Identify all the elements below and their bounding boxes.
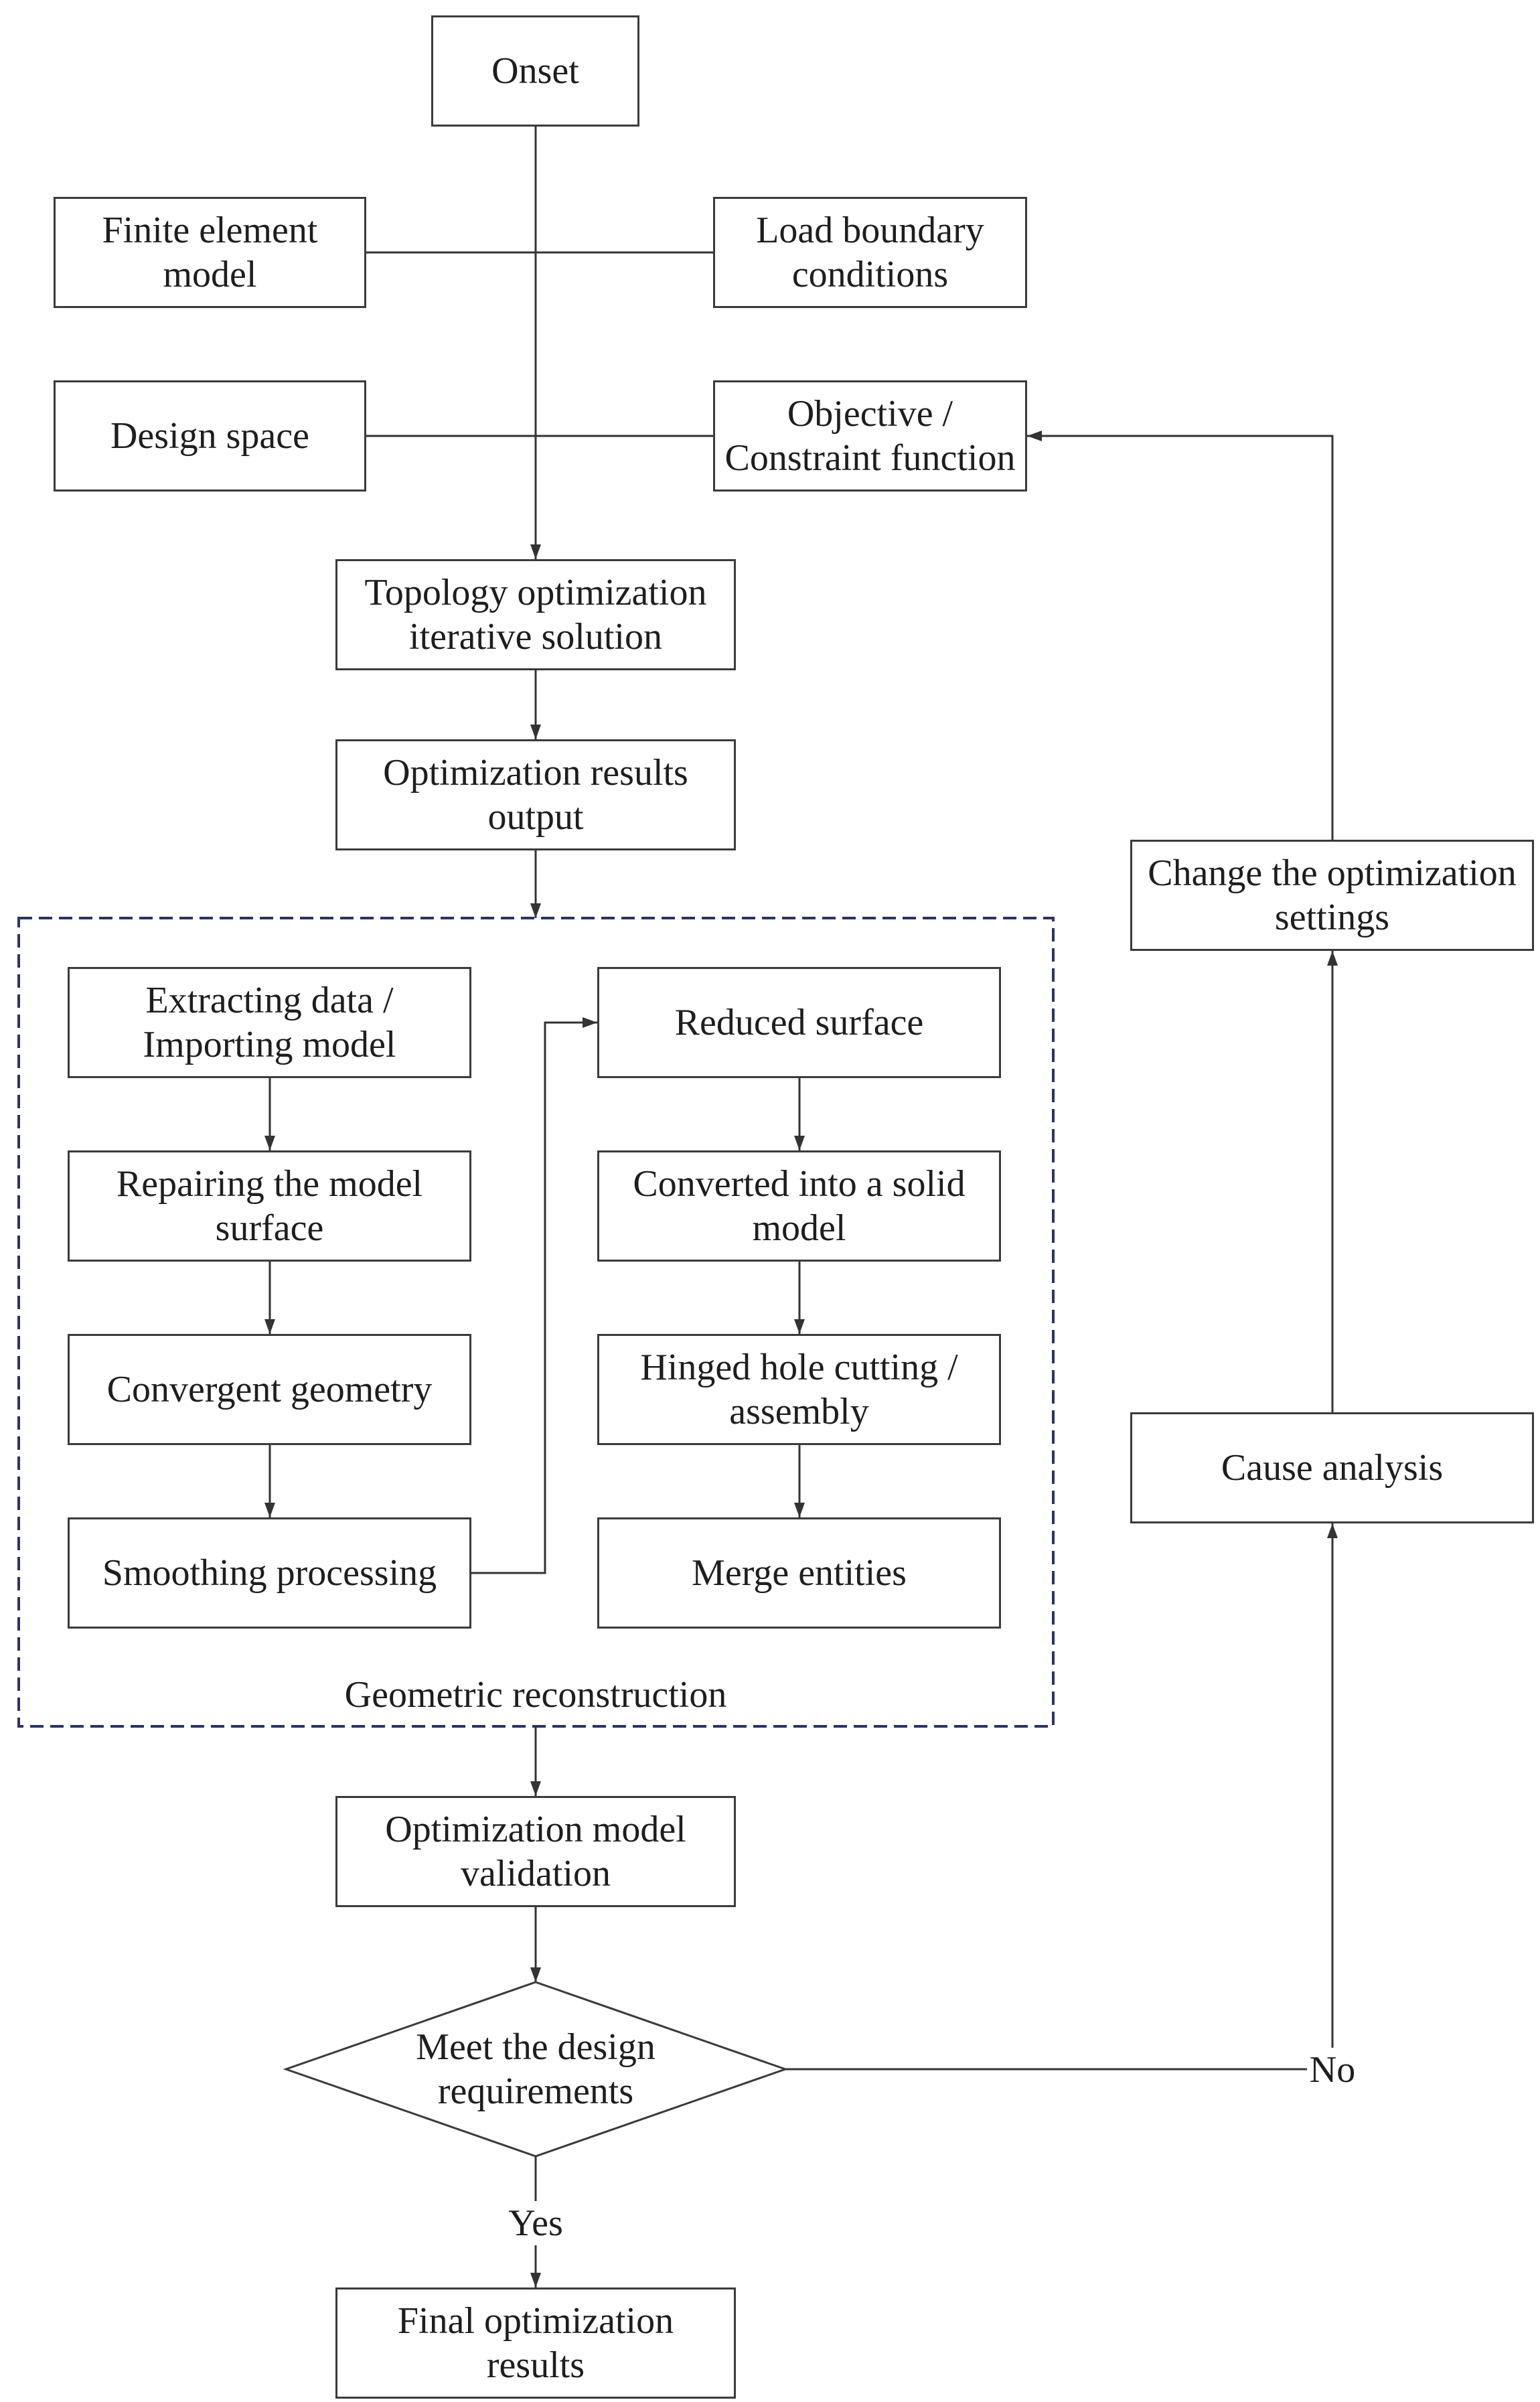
node-merge-entities-label: Merge entities [692,1552,907,1594]
node-hinged-hole-cutting: Hinged hole cutting / assembly [597,1334,1001,1445]
node-onset-label: Onset [491,50,579,92]
node-finite-element-model: Finite element model [54,197,366,308]
yes-edge-label: Yes [495,2200,576,2247]
node-load-boundary-conditions: Load boundary conditions [713,197,1027,308]
node-optimization-model-validation-label: Optimization model validation [385,1809,686,1894]
no-edge-label: No [1299,2046,1366,2093]
node-onset: Onset [431,15,639,127]
connector-smoothing-to-reduced [471,1017,597,1574]
node-cause-analysis: Cause analysis [1130,1412,1534,1523]
node-design-space-label: Design space [110,415,309,457]
node-extracting-data-label: Extracting data / Importing model [143,980,396,1065]
node-optimization-results-output: Optimization results output [335,739,736,850]
node-converted-solid-model-label: Converted into a solid model [633,1163,966,1249]
node-final-optimization-results-label: Final optimization results [397,2300,674,2386]
node-change-optimization-settings-label: Change the optimization settings [1148,852,1517,938]
no-edge-label-text: No [1306,2048,1359,2092]
node-design-space: Design space [54,380,366,492]
yes-edge-label-text: Yes [506,2201,566,2245]
node-merge-entities: Merge entities [597,1517,1001,1629]
node-smoothing-processing: Smoothing processing [68,1517,471,1629]
geometric-reconstruction-label: Geometric reconstruction [268,1671,803,1718]
connector-change-settings-to-objective [1027,431,1334,840]
decision-label-text: Meet the design requirements [416,2026,656,2112]
node-cause-analysis-label: Cause analysis [1221,1447,1444,1489]
node-topology-optimization: Topology optimization iterative solution [335,559,736,670]
node-objective-constraint-function: Objective / Constraint function [713,380,1027,492]
node-hinged-hole-cutting-label: Hinged hole cutting / assembly [640,1347,958,1432]
node-objective-constraint-function-label: Objective / Constraint function [724,393,1016,479]
node-convergent-geometry: Convergent geometry [68,1334,471,1445]
node-final-optimization-results: Final optimization results [335,2287,736,2399]
decision-label: Meet the design requirements [362,2022,710,2116]
node-reduced-surface-label: Reduced surface [674,1002,924,1043]
node-finite-element-model-label: Finite element model [102,210,318,295]
node-repairing-model-surface: Repairing the model surface [68,1150,471,1262]
node-extracting-data: Extracting data / Importing model [68,967,471,1078]
node-topology-optimization-label: Topology optimization iterative solution [364,572,707,658]
node-converted-solid-model: Converted into a solid model [597,1150,1001,1262]
node-change-optimization-settings: Change the optimization settings [1130,840,1534,951]
node-load-boundary-conditions-label: Load boundary conditions [756,210,984,295]
node-smoothing-processing-label: Smoothing processing [102,1552,437,1594]
node-repairing-model-surface-label: Repairing the model surface [116,1163,423,1249]
geometric-reconstruction-label-text: Geometric reconstruction [344,1674,727,1716]
node-reduced-surface: Reduced surface [597,967,1001,1078]
node-convergent-geometry-label: Convergent geometry [106,1369,433,1410]
node-optimization-model-validation: Optimization model validation [335,1796,736,1907]
node-optimization-results-output-label: Optimization results output [383,752,688,838]
